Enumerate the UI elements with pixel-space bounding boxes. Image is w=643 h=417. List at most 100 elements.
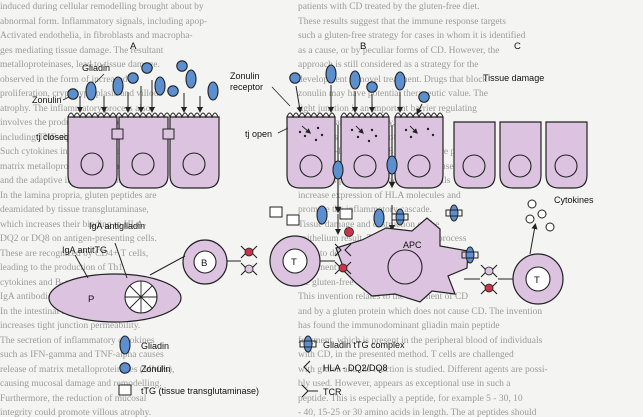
right-line: increase expression of HLA molecules and bbox=[298, 190, 461, 201]
plasma-cell-label: P bbox=[88, 294, 94, 305]
panel-a-label: A bbox=[130, 41, 137, 52]
zonulin-icon bbox=[167, 85, 179, 97]
gliadin-icon bbox=[112, 76, 124, 96]
gliadin-icon bbox=[85, 81, 97, 101]
panel-b-molecules bbox=[289, 64, 430, 115]
left-line: such as IFN-gamma and TNF-alpha causes bbox=[0, 350, 164, 360]
left-line: Activated endothelia, in fibroblasts and… bbox=[0, 31, 193, 41]
tj-closed-label: tj closed bbox=[36, 132, 69, 142]
right-line: as a cause, or by peculiar forms of CD. … bbox=[298, 45, 500, 56]
b-cell bbox=[182, 239, 228, 285]
left-line: ges mediating tissue damage. The resulta… bbox=[0, 45, 164, 56]
right-line: has found the immunodominant gliadin mai… bbox=[298, 321, 500, 331]
left-line: The secretion of inflammatory cytokines bbox=[0, 335, 155, 346]
right-line: such a gluten-free strategy for cases in… bbox=[298, 31, 526, 41]
left-line: abnormal form. Inflammatory signals, inc… bbox=[0, 16, 208, 27]
right-line: peptide. This is especially a peptide, f… bbox=[298, 393, 523, 404]
panel-c-damaged-epithelium bbox=[453, 121, 588, 189]
legend-ttg-icon bbox=[118, 384, 132, 396]
gliadin-icon bbox=[332, 160, 344, 180]
right-line: and by a gluten protein which does not c… bbox=[298, 306, 543, 317]
panel-a-epithelium bbox=[67, 112, 220, 189]
t-cell-2-label: T bbox=[534, 275, 540, 286]
zonulin-icon bbox=[176, 60, 188, 72]
gliadin-ttg-complex-icon bbox=[445, 204, 463, 222]
gliadin-ttg-complex-icon bbox=[391, 208, 409, 226]
gliadin-icon bbox=[349, 70, 361, 90]
gliadin-icon bbox=[373, 208, 385, 228]
left-line: causing mucosal damage and remodelling. bbox=[0, 379, 162, 389]
zonulin-icon bbox=[366, 81, 378, 93]
gliadin-icon bbox=[207, 81, 219, 101]
legend-tcr-icon bbox=[301, 384, 318, 398]
gliadin-icon bbox=[316, 205, 328, 225]
gliadin-icon bbox=[394, 71, 406, 91]
synapse-apc-t bbox=[480, 264, 498, 295]
zonulin-icon bbox=[289, 72, 301, 84]
apc-label: APC bbox=[403, 240, 422, 250]
gliadin-icon bbox=[154, 76, 166, 96]
t-cell-1-label: T bbox=[291, 257, 297, 268]
legend-hla-icon bbox=[303, 360, 311, 374]
gliadin-icon bbox=[185, 69, 197, 89]
legend-zonulin-icon bbox=[119, 362, 131, 374]
gliadin-icon bbox=[325, 64, 337, 84]
panel-b-label: B bbox=[360, 41, 366, 52]
left-line: deamidated by tissue transglutaminase, bbox=[0, 205, 149, 215]
left-line: These are recognized by CD4+ T cells, bbox=[0, 248, 149, 259]
zonulin-label: Zonulin bbox=[32, 95, 62, 105]
left-line: induced during cellular remodelling brou… bbox=[0, 2, 204, 12]
legend-hla-label: HLA - DQ2/DQ8 bbox=[323, 363, 388, 373]
legend-complex-icon bbox=[299, 335, 317, 353]
right-line: patients with CD treated by the gluten-f… bbox=[298, 2, 480, 12]
synapse-t-apc bbox=[334, 227, 354, 275]
plasma-cell bbox=[48, 273, 182, 323]
left-line: DQ2 or DQ8 on antigen-presenting cells. bbox=[0, 234, 157, 244]
zonulin-icon bbox=[127, 72, 139, 84]
zonulin-receptor-label-line2: receptor bbox=[230, 82, 263, 92]
cytokines-label: Cytokines bbox=[554, 195, 594, 205]
legend-ttg-label: tTG (tissue transglutaminase) bbox=[141, 386, 259, 396]
b-cell-label: B bbox=[201, 258, 207, 269]
iga-anti-ttg-label: IgA antitTG bbox=[62, 245, 107, 255]
left-line: leading to the production of Th1 bbox=[0, 263, 124, 273]
zonulin-icon bbox=[418, 91, 430, 103]
right-line: - 40, 15-25 or 30 amino acids in length.… bbox=[298, 408, 537, 417]
ttg-icon bbox=[269, 206, 283, 218]
zonulin-receptor-label-line1: Zonulin bbox=[230, 71, 260, 81]
cytokines bbox=[525, 199, 555, 255]
zonulin-icon bbox=[141, 62, 153, 74]
tissue-damage-label: Tissue damage bbox=[483, 73, 544, 83]
legend-zonulin-label: Zonulin bbox=[141, 364, 171, 374]
left-line: release of matrix metalloproteinases (MM… bbox=[0, 364, 175, 375]
gliadin-icon bbox=[386, 155, 398, 175]
ttg-icon bbox=[286, 214, 300, 226]
t-cell-1 bbox=[269, 235, 321, 287]
ttg-molecules bbox=[269, 206, 353, 226]
left-line: Furthermore, the reduction of mucosal bbox=[0, 393, 147, 404]
left-line: which increases their binding to HLA- bbox=[0, 219, 147, 230]
right-line: These results suggest that the immune re… bbox=[298, 16, 506, 27]
right-line: approach is still considered as a strate… bbox=[298, 60, 479, 70]
left-line: In the lamina propria, gluten peptides a… bbox=[0, 190, 157, 201]
legend: Gliadin Zonulin tTG (tissue transglutami… bbox=[118, 335, 405, 398]
right-line: with CD, in the presented method. T cell… bbox=[298, 350, 514, 360]
legend-gliadin-label: Gliadin bbox=[141, 341, 169, 351]
synapse-b-t bbox=[240, 245, 258, 276]
legend-complex-label: Gliadin tTG complex bbox=[323, 340, 405, 350]
panel-b-epithelium bbox=[286, 112, 444, 214]
gliadin-label: Gliadin bbox=[82, 63, 110, 73]
panel-a-molecules bbox=[67, 60, 219, 113]
left-line: observed in the form of increased bbox=[0, 74, 128, 85]
iga-antigliadin-label: IgA antigliadin bbox=[89, 221, 145, 231]
left-line: integrity could promote villous atrophy. bbox=[0, 408, 152, 417]
zonulin-icon bbox=[67, 88, 79, 100]
panel-c-label: C bbox=[514, 41, 521, 52]
apc-cell bbox=[335, 217, 469, 303]
legend-gliadin-icon bbox=[119, 335, 131, 355]
ttg-icon bbox=[339, 208, 353, 220]
tj-open-label: tj open bbox=[245, 129, 272, 139]
right-line: bly used. However, appears as exceptiona… bbox=[298, 379, 511, 389]
legend-tcr-label: TCR bbox=[323, 387, 342, 397]
